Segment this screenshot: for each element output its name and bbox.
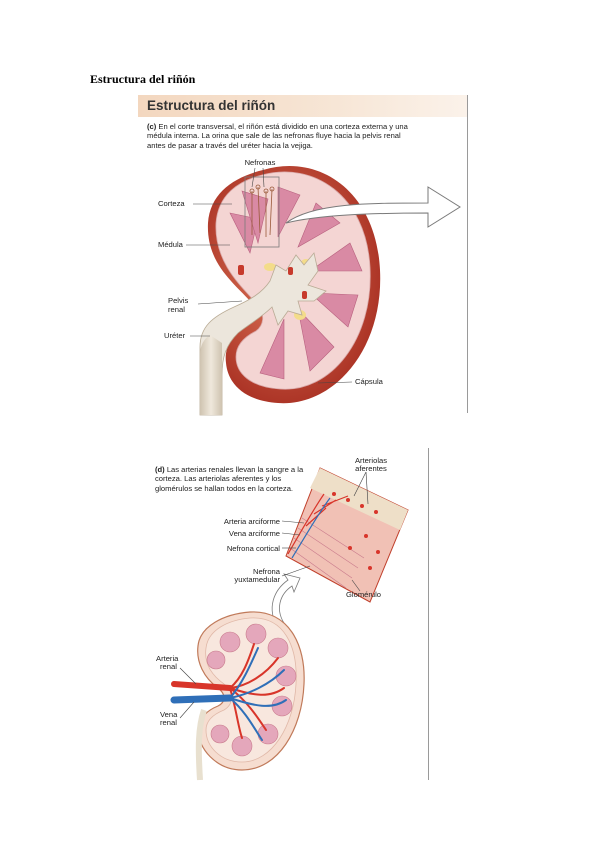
medullary-pyramids	[229, 186, 363, 380]
banner-title: Estructura del riñón	[147, 98, 276, 113]
kidney-cross-section-illustration	[186, 165, 461, 416]
figure-caption: (d) Las arterias renales llevan la sangr…	[155, 465, 304, 493]
figure-border-line	[467, 95, 468, 413]
label-nefrona-yuxtamedular-2: yuxtamedular	[234, 575, 280, 584]
renal-artery-vessels	[171, 643, 285, 739]
leader-lines	[186, 167, 353, 384]
figure-caption: (c) En el corte transversal, el riñón es…	[147, 122, 408, 150]
renal-vessels	[238, 265, 307, 299]
ureter	[195, 709, 207, 781]
label-pelvis-renal-2: renal	[168, 305, 185, 314]
label-vena-renal-1: Vena	[160, 710, 178, 719]
figure-border-line	[428, 448, 429, 780]
nephron-zoom-box	[244, 176, 280, 248]
renal-circulation-illustration	[170, 467, 409, 781]
arcuate-artery	[287, 493, 349, 555]
glomeruli	[332, 492, 380, 570]
label-vena-arciforme: Vena arciforme	[228, 529, 280, 538]
ureter	[200, 335, 222, 415]
label-arteria-renal-2: renal	[160, 662, 177, 671]
page-heading: Estructura del riñón	[90, 72, 196, 86]
label-ureter: Uréter	[164, 331, 186, 340]
label-nefrona-yuxtamedular-1: Nefrona	[252, 567, 280, 576]
label-pelvis-renal-1: Pelvis	[168, 296, 189, 305]
zoom-arrow	[285, 186, 461, 228]
label-nefronas: Nefronas	[244, 158, 276, 167]
figure-kidney-cross-section: Estructura del riñón (c) En el corte tra…	[138, 95, 468, 416]
label-arteria-renal-1: Arteria	[156, 654, 179, 663]
label-capsula: Cápsula	[355, 377, 383, 386]
kidney-pyramids	[206, 623, 297, 757]
label-glomerulo: Glomérulo	[346, 590, 382, 599]
label-arteriolas-aferentes-1: Arteriolas	[354, 456, 388, 465]
nephrons-drawing	[249, 184, 275, 237]
label-arteriolas-aferentes-2: aferentes	[355, 464, 387, 473]
figure-banner: Estructura del riñón	[138, 95, 468, 117]
renal-pelvis	[199, 252, 327, 416]
arcuate-vein	[291, 497, 331, 559]
label-vena-renal-2: renal	[160, 718, 177, 727]
renal-vein-vessels	[170, 647, 287, 741]
label-medula: Médula	[158, 240, 183, 249]
label-nefrona-cortical: Nefrona cortical	[226, 544, 280, 553]
figure-renal-circulation: (d) Las arterias renales llevan la sangr…	[138, 448, 430, 781]
leader-lines	[179, 471, 369, 719]
wedge-capsule	[310, 468, 408, 530]
label-corteza: Corteza	[158, 199, 185, 208]
zoom-arrow	[271, 573, 301, 629]
label-arteria-arciforme: Arteria arciforme	[223, 517, 280, 526]
